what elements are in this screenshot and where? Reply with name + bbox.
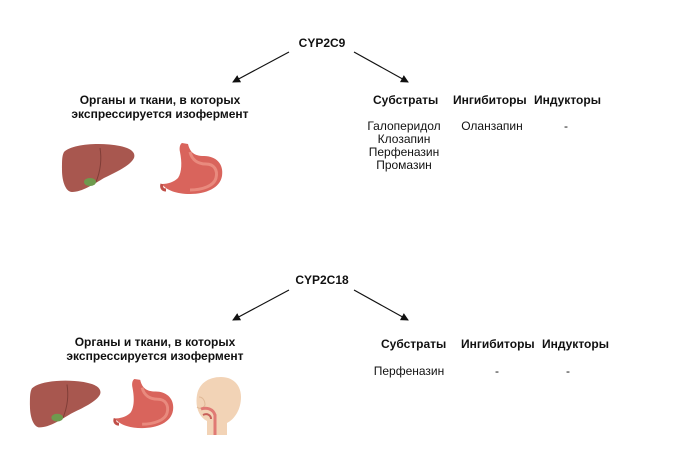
inducers-header-cyp2c9: Индукторы (534, 93, 601, 107)
inhibitors-list-cyp2c18: - (460, 365, 534, 378)
liver-icon (29, 380, 101, 428)
substrates-list-cyp2c18: Перфеназин (365, 365, 453, 378)
list-item: Галоперидол (367, 119, 441, 133)
arrow-cyp2c9-to-organs (232, 51, 290, 83)
substrates-header-cyp2c18: Субстраты (381, 337, 447, 351)
liver-icon (62, 144, 135, 192)
list-item: Перфеназин (368, 145, 440, 159)
list-item: - (566, 364, 570, 378)
organs-heading-line2: экспрессируется изофермент (71, 107, 249, 121)
inducers-list-cyp2c9: - (530, 120, 602, 133)
inducers-header-cyp2c18: Индукторы (542, 337, 609, 351)
inhibitors-header-cyp2c9: Ингибиторы (453, 93, 527, 107)
arrow-cyp2c18-to-substances (353, 289, 409, 321)
stomach-icon (113, 378, 174, 429)
head-throat-icon (196, 377, 241, 435)
substrates-list-cyp2c9: Галоперидол Клозапин Перфеназин Промазин (355, 120, 453, 172)
arrow-cyp2c18-to-organs (232, 289, 290, 321)
enzyme-title-cyp2c18: CYP2C18 (295, 273, 349, 287)
substrates-header-cyp2c9: Субстраты (373, 93, 439, 107)
organs-heading-line1: Органы и ткани, в которых (74, 335, 236, 349)
arrow-cyp2c9-to-substances (353, 51, 409, 83)
inhibitors-header-cyp2c18: Ингибиторы (461, 337, 535, 351)
organs-heading-line2: экспрессируется изофермент (66, 349, 244, 363)
stomach-icon (160, 143, 223, 194)
organs-heading-line1: Органы и ткани, в которых (79, 93, 241, 107)
list-item: - (495, 364, 499, 378)
list-item: - (564, 119, 568, 133)
inducers-list-cyp2c18: - (537, 365, 599, 378)
list-item: Промазин (376, 158, 432, 172)
inhibitors-list-cyp2c9: Оланзапин (452, 120, 532, 133)
list-item: Оланзапин (461, 119, 523, 133)
organs-heading-cyp2c9: Органы и ткани, в которых экспрессируетс… (45, 93, 275, 121)
list-item: Клозапин (377, 132, 431, 146)
enzyme-title-cyp2c9: CYP2C9 (298, 36, 346, 50)
organs-heading-cyp2c18: Органы и ткани, в которых экспрессируетс… (40, 335, 270, 363)
list-item: Перфеназин (373, 364, 445, 378)
